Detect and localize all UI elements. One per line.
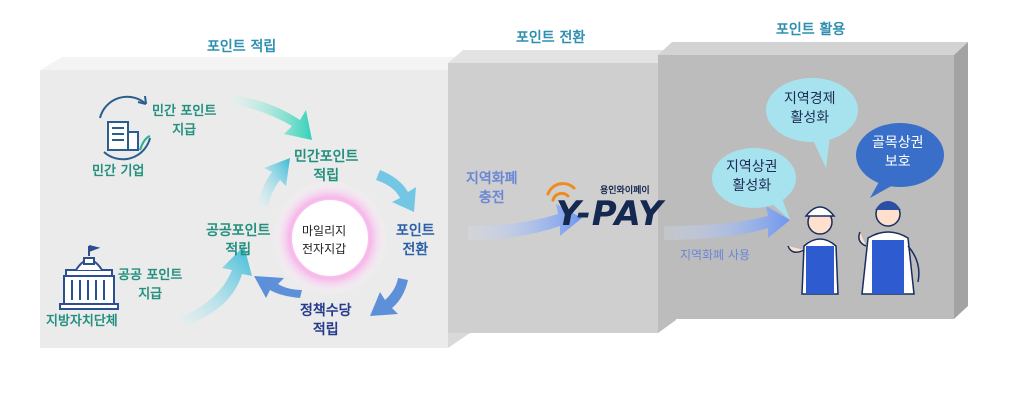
alley-line2: 보호: [884, 154, 911, 170]
bubble-local-commerce: [712, 148, 796, 220]
charge-line2: 충전: [478, 190, 505, 206]
alley-line1: 골목상권: [872, 135, 924, 151]
section-title-use: 포인트 활용: [776, 22, 846, 38]
private-points-line1: 민간포인트: [294, 149, 359, 165]
bubble-alley: [856, 123, 944, 198]
private-company-label: 민간 기업: [92, 164, 145, 179]
local-currency-charge-label: 지역화폐 충전: [466, 170, 518, 208]
mileage-circle: [292, 200, 368, 276]
arrow-private-pay: [232, 95, 312, 140]
public-points-line1: 공공포인트: [206, 223, 271, 239]
local-government-label: 지방자치단체: [46, 314, 118, 329]
arrow-public-pay: [180, 246, 252, 326]
bubble-economy-text: 지역경제 활성화: [784, 90, 836, 128]
public-payment-label: 공공 포인트 지급: [118, 266, 182, 304]
public-payment-line2: 지급: [138, 287, 163, 302]
merchant-man-icon: [858, 201, 920, 295]
public-points-label: 공공포인트 적립: [206, 222, 270, 260]
bubble-economy: [766, 78, 858, 168]
public-payment-line1: 공공 포인트: [118, 268, 183, 283]
ypay-logo: Y-PAY: [556, 194, 664, 234]
policy-allowance-line2: 적립: [312, 322, 339, 338]
section-title-earn: 포인트 적립: [207, 39, 277, 55]
local-currency-use-label: 지역화폐 사용: [680, 248, 751, 262]
public-points-line2: 적립: [225, 242, 252, 258]
private-payment-line1: 민간 포인트: [152, 104, 217, 119]
arrow-public-to-private: [258, 158, 290, 206]
local-commerce-line1: 지역상권: [726, 159, 778, 175]
merchant-woman-icon: [787, 206, 839, 295]
arrow-spend: [664, 206, 790, 240]
point-conversion-line1: 포인트: [396, 223, 435, 239]
charge-line1: 지역화폐: [466, 171, 518, 187]
arrow-convert-to-policy: [370, 278, 408, 316]
arrow-charge: [468, 204, 582, 240]
wifi-icon: [546, 182, 576, 202]
private-points-label: 민간포인트 적립: [294, 148, 358, 186]
ypay-subtitle: 용인와이페이: [600, 186, 650, 196]
bubble-alley-text: 골목상권 보호: [872, 134, 924, 172]
policy-allowance-line1: 정책수당: [300, 303, 352, 319]
mileage-wallet-label: 마일리지 전자지갑: [302, 222, 346, 258]
government-icon: [59, 245, 119, 310]
section-title-convert: 포인트 전환: [516, 30, 586, 46]
arrow-private-to-convert: [376, 170, 416, 212]
company-icon: [99, 95, 151, 161]
mileage-line2: 전자지갑: [302, 242, 347, 256]
point-conversion-label: 포인트 전환: [396, 222, 435, 260]
local-commerce-line2: 활성화: [732, 178, 772, 194]
policy-allowance-label: 정책수당 적립: [300, 302, 352, 340]
point-conversion-line2: 전환: [402, 242, 429, 258]
mileage-line1: 마일리지: [302, 224, 347, 238]
arrow-policy-to-public: [254, 276, 302, 298]
economy-line2: 활성화: [790, 110, 830, 126]
private-payment-label: 민간 포인트 지급: [152, 102, 216, 140]
private-payment-line2: 지급: [172, 123, 197, 138]
private-points-line2: 적립: [313, 168, 340, 184]
bubble-local-commerce-text: 지역상권 활성화: [726, 158, 778, 196]
economy-line1: 지역경제: [784, 91, 836, 107]
